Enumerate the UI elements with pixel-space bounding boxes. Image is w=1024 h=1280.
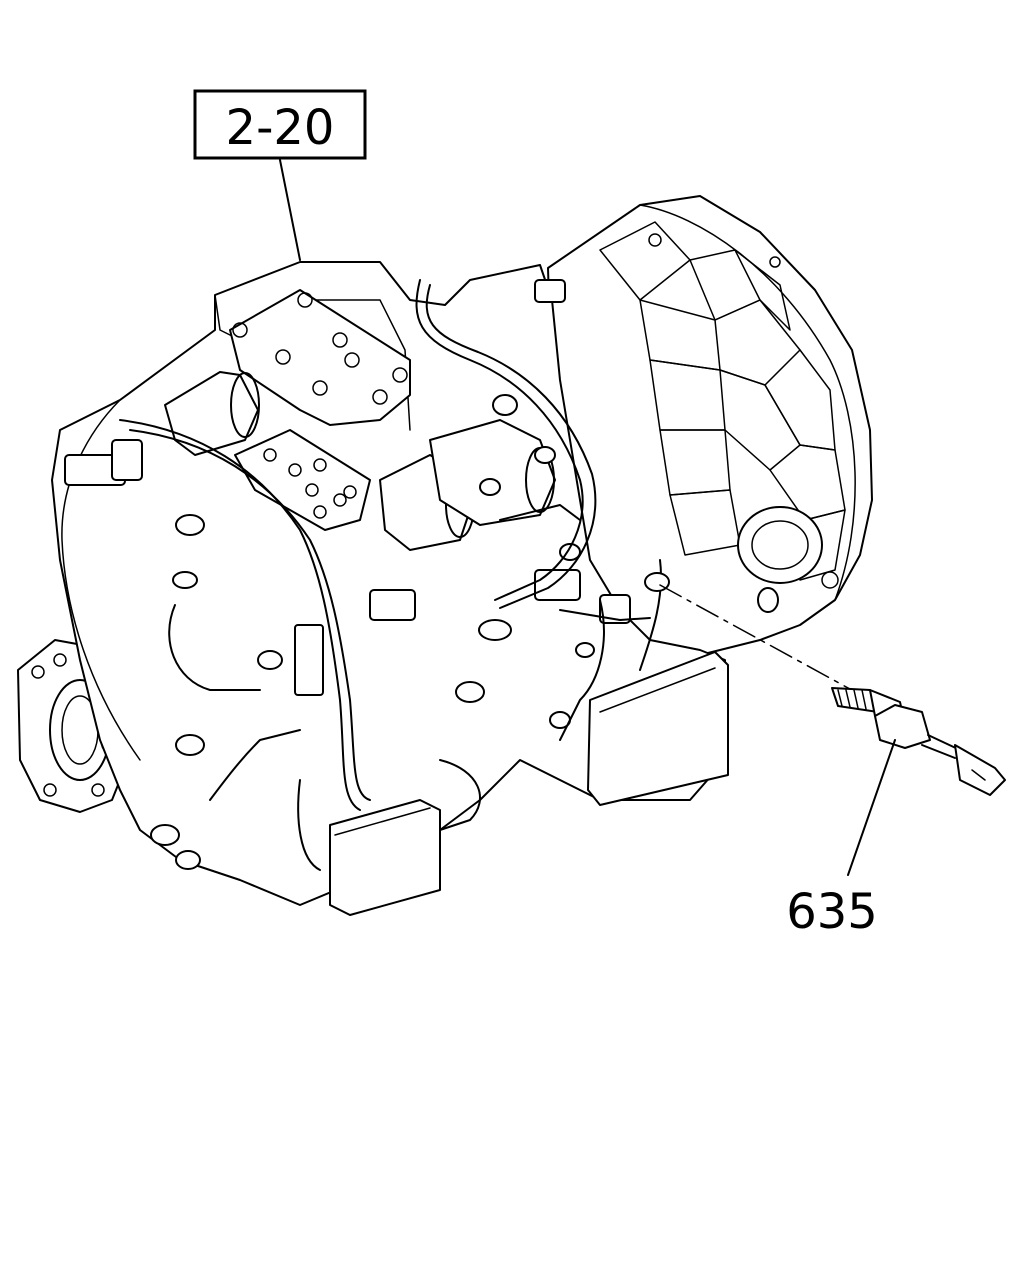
reference-callout-box xyxy=(193,89,367,160)
reference-label: 2-20 xyxy=(226,100,335,156)
fittings xyxy=(64,279,631,870)
part-number-label: 635 xyxy=(786,884,878,940)
install-direction-line xyxy=(659,584,871,701)
lower-box xyxy=(329,799,441,916)
reference-leader-line xyxy=(279,159,301,261)
speed-sensor-part[interactable] xyxy=(831,687,1006,796)
valve-block xyxy=(234,429,371,531)
transmission-assembly xyxy=(17,195,873,916)
top-cover xyxy=(229,289,411,426)
actuator-cylinders xyxy=(164,371,556,551)
oil-pan xyxy=(587,651,729,806)
part-callout[interactable]: 635 xyxy=(786,739,896,940)
bell-housing xyxy=(547,195,873,656)
reference-callout[interactable]: 2-20 xyxy=(193,89,367,261)
part-leader-line xyxy=(847,739,896,876)
piping xyxy=(119,279,662,871)
